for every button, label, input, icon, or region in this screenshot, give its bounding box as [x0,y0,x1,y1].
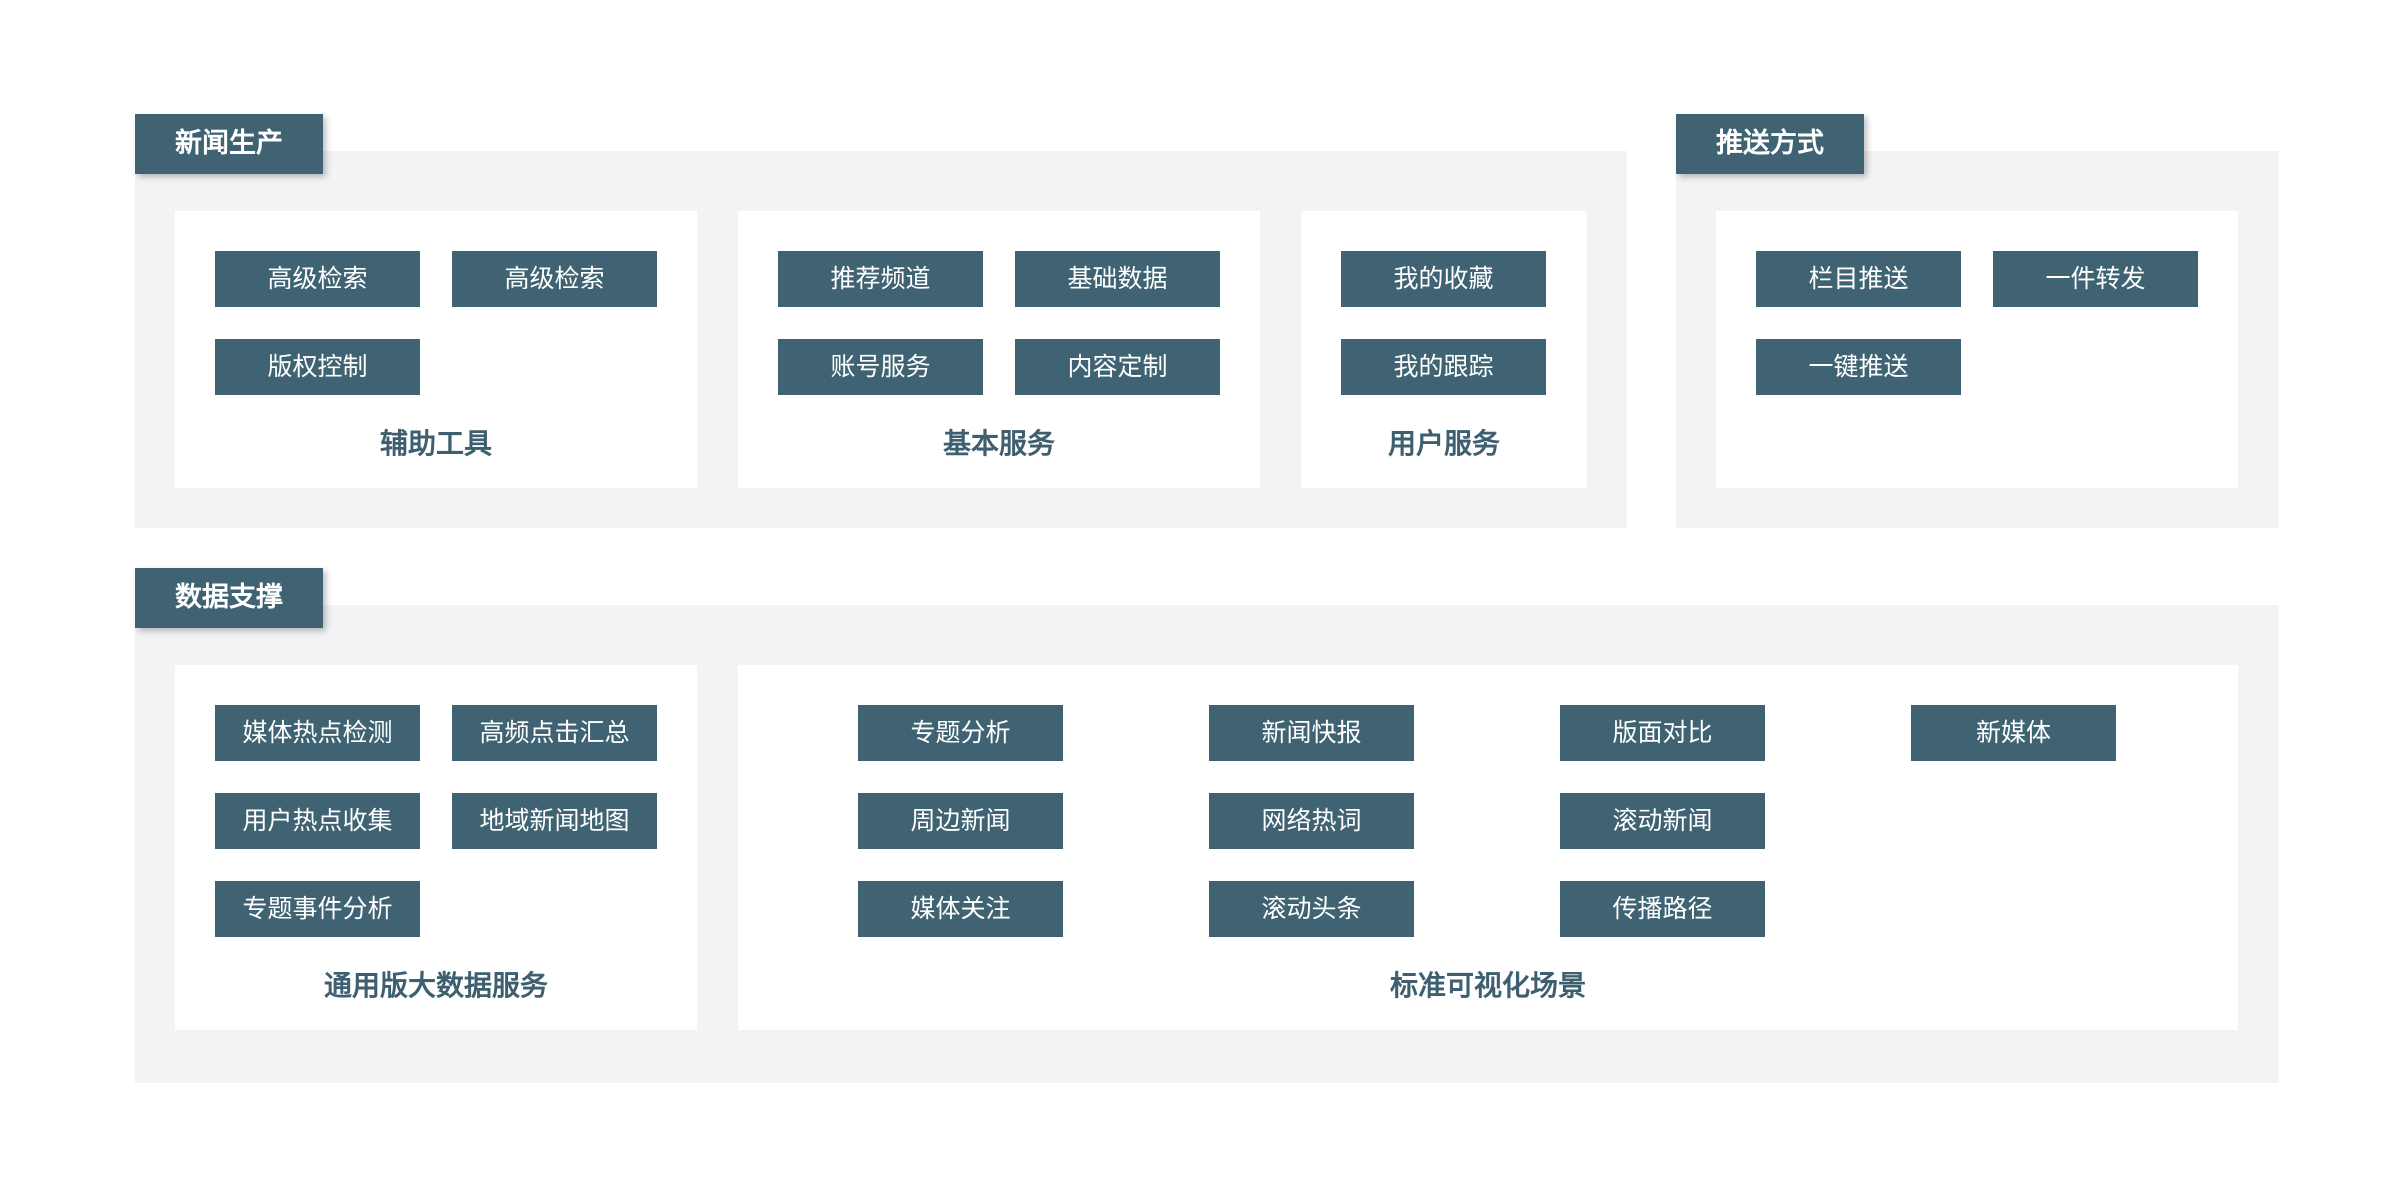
chip-topic-event-analysis[interactable]: 专题事件分析 [215,881,420,937]
basic-services-label: 基本服务 [942,427,1055,460]
chip-recommend-channel[interactable]: 推荐频道 [778,251,983,307]
chip-advanced-search-2[interactable]: 高级检索 [452,251,657,307]
push-methods-section: 栏目推送 一件转发 一键推送 [1676,151,2279,528]
chip-column-push[interactable]: 栏目推送 [1756,251,1961,307]
chip-my-favorites[interactable]: 我的收藏 [1341,251,1546,307]
chip-user-hotspot[interactable]: 用户热点收集 [215,793,420,849]
news-production-section: 高级检索 高级检索 版权控制 辅助工具 推荐频道 基础数据 账号服务 内容定制 … [135,151,1627,528]
data-support-section: 媒体热点检测 高频点击汇总 用户热点收集 地域新闻地图 专题事件分析 通用版大数… [135,605,2279,1083]
chip-region-news-map[interactable]: 地域新闻地图 [452,793,657,849]
chip-my-tracking[interactable]: 我的跟踪 [1341,339,1546,395]
aux-tools-label: 辅助工具 [379,427,492,460]
bigdata-panel: 媒体热点检测 高频点击汇总 用户热点收集 地域新闻地图 专题事件分析 通用版大数… [175,665,697,1030]
visualization-label: 标准可视化场景 [1389,969,1586,1002]
basic-services-panel: 推荐频道 基础数据 账号服务 内容定制 基本服务 [738,211,1260,488]
data-support-tag: 数据支撑 [135,568,323,628]
aux-tools-panel: 高级检索 高级检索 版权控制 辅助工具 [175,211,697,488]
push-methods-tag: 推送方式 [1676,114,1864,174]
chip-topic-analysis[interactable]: 专题分析 [858,705,1063,761]
chip-new-media[interactable]: 新媒体 [1911,705,2116,761]
chip-spread-path[interactable]: 传播路径 [1560,881,1765,937]
bigdata-label: 通用版大数据服务 [323,969,548,1002]
chip-advanced-search-1[interactable]: 高级检索 [215,251,420,307]
chip-media-attention[interactable]: 媒体关注 [858,881,1063,937]
news-production-tag: 新闻生产 [135,114,323,174]
chip-rolling-headlines[interactable]: 滚动头条 [1209,881,1414,937]
user-services-panel: 我的收藏 我的跟踪 用户服务 [1301,211,1587,488]
chip-high-freq-clicks[interactable]: 高频点击汇总 [452,705,657,761]
chip-news-flash[interactable]: 新闻快报 [1209,705,1414,761]
user-services-label: 用户服务 [1387,427,1500,460]
chip-layout-compare[interactable]: 版面对比 [1560,705,1765,761]
chip-basic-data[interactable]: 基础数据 [1015,251,1220,307]
chip-media-hotspot[interactable]: 媒体热点检测 [215,705,420,761]
push-methods-panel: 栏目推送 一件转发 一键推送 [1716,211,2238,488]
visualization-panel: 专题分析 新闻快报 版面对比 新媒体 周边新闻 网络热词 滚动新闻 媒体关注 滚… [738,665,2238,1030]
chip-one-forward[interactable]: 一件转发 [1993,251,2198,307]
chip-content-custom[interactable]: 内容定制 [1015,339,1220,395]
chip-rolling-news[interactable]: 滚动新闻 [1560,793,1765,849]
chip-copyright-control[interactable]: 版权控制 [215,339,420,395]
chip-one-click-push[interactable]: 一键推送 [1756,339,1961,395]
chip-account-service[interactable]: 账号服务 [778,339,983,395]
chip-internet-hot-words[interactable]: 网络热词 [1209,793,1414,849]
chip-nearby-news[interactable]: 周边新闻 [858,793,1063,849]
